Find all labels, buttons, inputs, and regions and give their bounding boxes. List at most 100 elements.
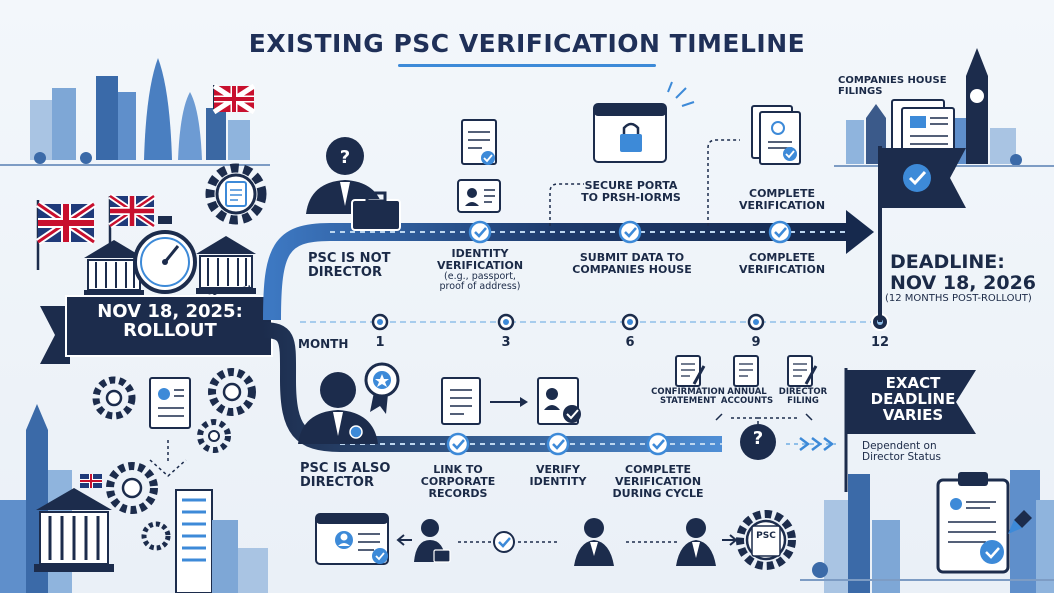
month-marker-6 [621, 313, 639, 331]
label-line: CORPORATE [420, 474, 496, 488]
courthouse-icon [34, 488, 114, 572]
label-line: FILINGS [838, 85, 883, 97]
id-card-icon [457, 179, 501, 213]
pen-icon [1008, 510, 1032, 534]
government-building-icon [196, 236, 256, 294]
step-label-complete-during-cycle: COMPLETE VERIFICATION DURING CYCLE [596, 464, 720, 500]
label-line: DEADLINE [870, 390, 956, 409]
step-check-cycle [646, 432, 670, 456]
confirmation-statement-icon [675, 355, 706, 387]
label-line: Dependent on [862, 440, 937, 452]
label-line: COMPLETE [625, 463, 691, 476]
city-buildings-right [800, 470, 1054, 593]
label-line: CONFIRMATION [651, 387, 725, 397]
step-check-verify [546, 432, 570, 456]
deadline-date: NOV 18, 2026 [890, 271, 1037, 294]
step-label-link-records: LINK TO CORPORATE RECORDS [408, 464, 508, 500]
question-mark-icon: ? [752, 428, 764, 449]
certificate-document-icon [751, 105, 801, 165]
step-check-link [446, 432, 470, 456]
step-label-complete-verification: COMPLETE VERIFICATION [724, 252, 840, 276]
step-check-complete [768, 220, 792, 244]
title-underline [398, 64, 656, 67]
psc-gear-icon [736, 510, 796, 570]
label-line: RECORDS [428, 486, 488, 500]
page-title: EXISTING PSC VERIFICATION TIMELINE [248, 29, 806, 58]
month-tick-9: 9 [751, 335, 761, 350]
woman-person-icon [574, 518, 614, 566]
label-detail: (e.g., passport, [444, 270, 516, 282]
svg-text:?: ? [340, 147, 350, 168]
deadline-note: (12 MONTHS POST-ROLLOUT) [885, 293, 1032, 304]
gear-cluster [92, 368, 256, 551]
label-line: PSC IS NOT [308, 251, 391, 266]
label-line: DIRECTOR [300, 475, 374, 491]
label-line: DIRECTOR [308, 265, 382, 281]
label-line: TO PRSH-IORMS [581, 190, 681, 204]
label-line: COMPLETE [749, 187, 815, 200]
check-circle-icon [493, 531, 515, 553]
business-person-icon [414, 519, 451, 563]
psc-not-director-label: PSC IS NOT DIRECTOR [308, 251, 418, 281]
government-building-icon [84, 240, 144, 296]
label-line: ANNUAL [727, 387, 767, 397]
director-filing-caption: DIRECTOR FILING [770, 387, 836, 407]
label-line: LINK TO [433, 463, 483, 476]
month-axis-label: MONTH [298, 337, 349, 351]
annual-accounts-caption: ANNUAL ACCOUNTS [712, 387, 782, 407]
step-label-submit-data: SUBMIT DATA TO COMPANIES HOUSE [564, 252, 700, 276]
document-check-icon [461, 119, 497, 165]
label-line: VERIFICATION [738, 198, 826, 212]
psc-person-icon: ? [306, 137, 384, 214]
upper-complete-verification-caption: COMPLETE VERIFICATION [726, 188, 838, 212]
gear-icon [205, 163, 267, 225]
secure-portal-caption: SECURE PORTA TO PRSH-IORMS [566, 180, 696, 204]
deadline-heading: DEADLINE: [890, 251, 1005, 273]
label-line: SUBMIT DATA TO [579, 251, 685, 264]
clipboard-check-icon [936, 472, 1010, 574]
confirmation-statement-caption: CONFIRMATION STATEMENT [648, 387, 728, 406]
step-label-identity-verification: IDENTITY VERIFICATION (e.g., passport, p… [414, 248, 546, 292]
rollout-word: ROLLOUT [123, 320, 217, 342]
london-skyline-left [0, 58, 270, 166]
briefcase-icon [351, 191, 401, 231]
month-tick-12: 12 [870, 335, 890, 350]
step-check-identity [468, 220, 492, 244]
label-line: SECURE PORTA [584, 179, 678, 192]
director-person-icon [298, 372, 378, 444]
label-line: PSC IS ALSO [300, 461, 391, 476]
identity-document-check-icon [537, 377, 581, 425]
label-line: Director Status [862, 451, 941, 464]
man-person-icon [676, 518, 716, 566]
step-check-submit [618, 220, 642, 244]
rollout-date: NOV 18, 2025: [97, 301, 243, 322]
companies-house-filings-caption: COMPANIES HOUSE FILINGS [838, 75, 958, 98]
profile-document-icon [149, 377, 191, 429]
top-track-arrow [263, 210, 874, 321]
label-line: IDENTITY [451, 247, 509, 260]
deadline-label: DEADLINE: NOV 18, 2026 [890, 252, 1050, 293]
rollout-label: NOV 18, 2025: ROLLOUT [84, 302, 256, 341]
profile-window-icon [315, 513, 389, 565]
psc-also-director-label: PSC IS ALSO DIRECTOR [300, 461, 410, 491]
uk-flag-icon [36, 200, 96, 270]
month-marker-1 [371, 313, 389, 331]
label-line: IDENTITY [529, 474, 587, 488]
label-line: COMPANIES HOUSE [838, 75, 947, 86]
month-marker-9 [747, 313, 765, 331]
director-filing-icon [787, 355, 818, 387]
label-line: FILING [787, 396, 819, 407]
month-marker-3 [497, 313, 515, 331]
award-ribbon-icon [364, 362, 400, 414]
deadline-flag-icon [878, 146, 966, 322]
step-label-verify-identity: VERIFY IDENTITY [518, 464, 598, 488]
month-tick-6: 6 [625, 335, 635, 350]
exact-deadline-note: Dependent on Director Status [862, 440, 962, 464]
exact-deadline-label: EXACT DEADLINE VARIES [853, 375, 973, 424]
label-line: VERIFICATION [614, 474, 702, 488]
label-line: ACCOUNTS [720, 396, 774, 407]
rollout-banner [40, 295, 273, 364]
label-line: EXACT [885, 374, 941, 392]
exact-deadline-flag-icon [844, 368, 976, 492]
